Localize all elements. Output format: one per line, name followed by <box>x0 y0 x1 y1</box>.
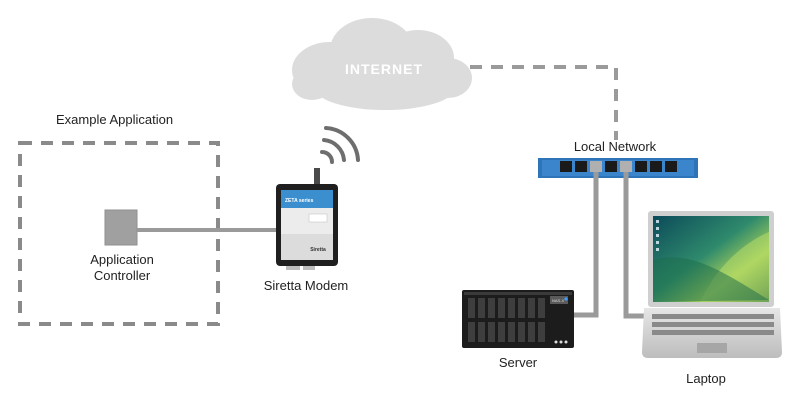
server-icon <box>462 290 574 348</box>
laptop-icon <box>642 211 782 358</box>
server-panel-text: NAS-X <box>552 298 565 303</box>
internet-link-dashed <box>470 65 618 140</box>
server-cable <box>571 172 599 318</box>
application-controller-icon <box>104 209 138 246</box>
controller-label-line1: Application <box>90 252 154 267</box>
example-application-title: Example Application <box>56 112 174 127</box>
modem-label: Siretta Modem <box>263 278 349 293</box>
modem-logo: Siretta <box>310 247 326 253</box>
wifi-signal-icon <box>320 126 360 164</box>
cloud-label: INTERNET <box>345 61 423 77</box>
modem-badge: ZETA series <box>285 198 314 204</box>
modem-icon <box>276 184 338 270</box>
modem-antenna <box>314 168 320 188</box>
laptop-label: Laptop <box>686 371 726 386</box>
cloud-icon <box>292 18 472 110</box>
controller-label-line2: Controller <box>93 268 151 283</box>
local-network-label: Local Network <box>573 139 657 154</box>
server-label: Server <box>498 355 538 370</box>
network-switch-icon <box>538 158 698 178</box>
laptop-cable <box>623 172 650 319</box>
